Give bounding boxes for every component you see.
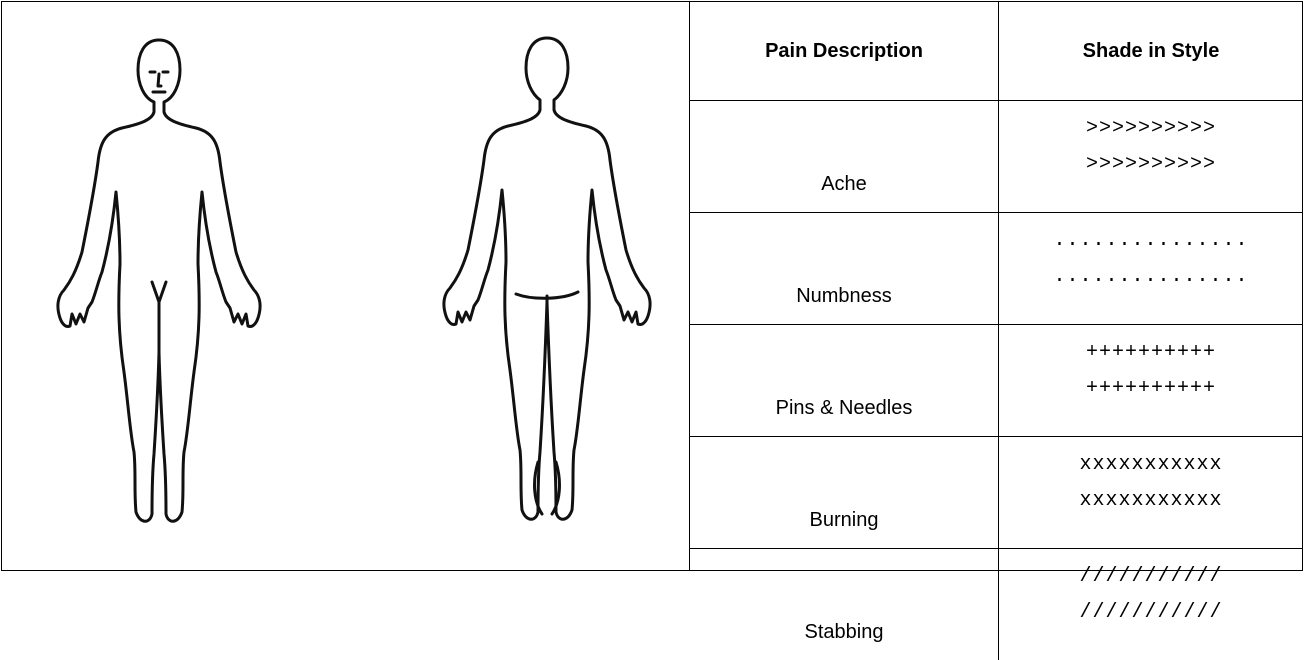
pain-legend-table: Pain Description Shade in Style Ache >>>… bbox=[690, 2, 1303, 660]
shade-line: >>>>>>>>>> bbox=[1000, 147, 1302, 183]
pain-description-cell: Pins & Needles bbox=[690, 325, 999, 437]
legend-row-ache: Ache >>>>>>>>>> >>>>>>>>>> bbox=[690, 101, 1303, 213]
shade-line: ............... bbox=[1000, 259, 1302, 295]
pain-chart-sheet: Pain Description Shade in Style Ache >>>… bbox=[0, 0, 1305, 573]
legend-row-pins-needles: Pins & Needles ++++++++++ ++++++++++ bbox=[690, 325, 1303, 437]
legend-header-row: Pain Description Shade in Style bbox=[690, 2, 1303, 101]
header-shade-in-style: Shade in Style bbox=[999, 2, 1304, 101]
body-outline-back bbox=[444, 38, 650, 519]
shade-line: ++++++++++ bbox=[1000, 371, 1302, 407]
shade-style-cell: xxxxxxxxxxx xxxxxxxxxxx bbox=[999, 437, 1304, 549]
pain-description-cell: Stabbing bbox=[690, 549, 999, 660]
header-pain-description: Pain Description bbox=[690, 2, 999, 101]
shade-line: ++++++++++ bbox=[1000, 335, 1302, 371]
shade-style-cell: >>>>>>>>>> >>>>>>>>>> bbox=[999, 101, 1304, 213]
body-outlines bbox=[2, 2, 690, 570]
shade-style-cell: /////////// /////////// bbox=[999, 549, 1304, 660]
pain-description-cell: Burning bbox=[690, 437, 999, 549]
shade-line: xxxxxxxxxxx bbox=[1000, 447, 1302, 483]
shade-style-cell: ............... ............... bbox=[999, 213, 1304, 325]
body-diagram-area bbox=[2, 2, 690, 570]
shade-line: /////////// bbox=[1000, 595, 1302, 631]
shade-line: /////////// bbox=[1000, 559, 1302, 595]
legend-row-stabbing: Stabbing /////////// /////////// bbox=[690, 549, 1303, 660]
shade-line: >>>>>>>>>> bbox=[1000, 111, 1302, 147]
shade-line: ............... bbox=[1000, 223, 1302, 259]
legend-row-numbness: Numbness ............... ............... bbox=[690, 213, 1303, 325]
shade-line: xxxxxxxxxxx bbox=[1000, 483, 1302, 519]
pain-description-cell: Numbness bbox=[690, 213, 999, 325]
body-outline-front bbox=[58, 40, 260, 521]
legend-row-burning: Burning xxxxxxxxxxx xxxxxxxxxxx bbox=[690, 437, 1303, 549]
pain-description-cell: Ache bbox=[690, 101, 999, 213]
shade-style-cell: ++++++++++ ++++++++++ bbox=[999, 325, 1304, 437]
